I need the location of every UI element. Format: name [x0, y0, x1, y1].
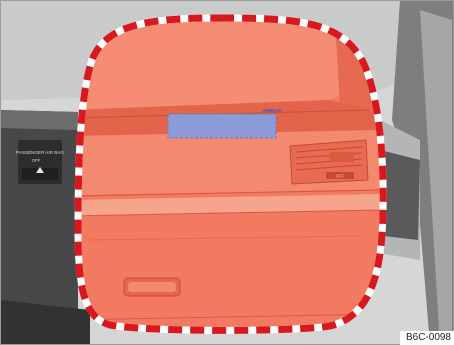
panel-title-text: PASSENGER AIR BAG — [16, 150, 64, 155]
glove-box-handle-inner — [128, 282, 176, 292]
air-vent: OFF — [290, 140, 368, 184]
panel-status-text: OFF — [32, 158, 41, 163]
image-code-label: B6C-0098 — [400, 331, 454, 345]
vent-status-text: OFF — [336, 174, 345, 179]
console-top — [0, 110, 78, 130]
highlight-zone: OFF AIRBAG — [70, 10, 400, 340]
airbag-label-text: AIRBAG — [263, 108, 282, 113]
airbag-location-marker — [168, 114, 276, 138]
airbag-off-panel: PASSENGER AIR BAG OFF — [16, 140, 64, 184]
